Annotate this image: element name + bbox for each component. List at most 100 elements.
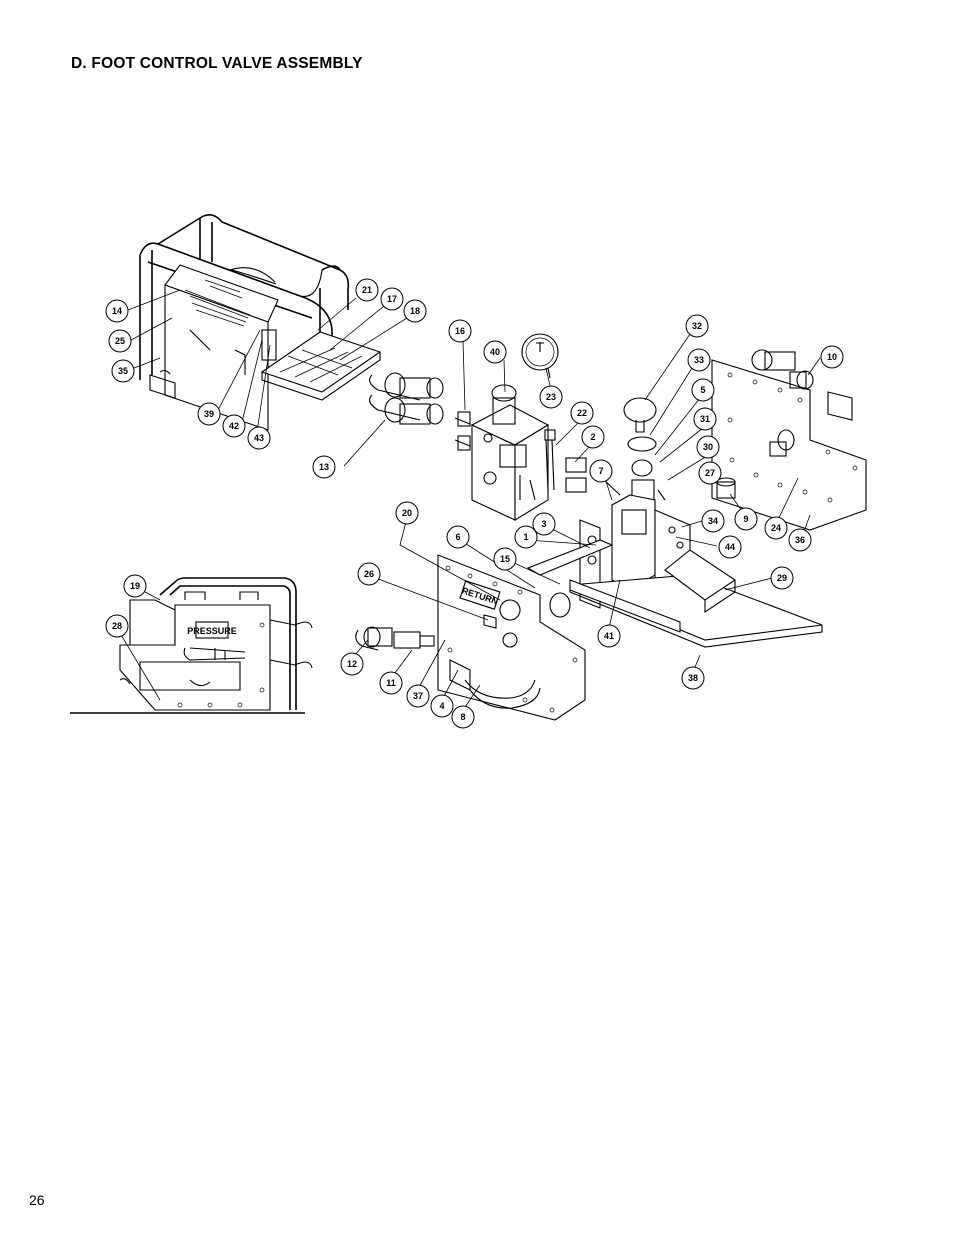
leader-lines: [116, 289, 821, 711]
callout-10: 10: [820, 345, 844, 369]
svg-text:6: 6: [455, 532, 460, 542]
side-plate-right: [711, 359, 867, 531]
callout-18: 18: [403, 299, 427, 323]
callout-34: 34: [701, 509, 725, 533]
callout-23: 23: [539, 385, 563, 409]
svg-text:14: 14: [112, 306, 122, 316]
svg-text:36: 36: [795, 535, 805, 545]
svg-text:4: 4: [439, 701, 444, 711]
callout-6: 6: [446, 525, 470, 549]
callout-36: 36: [788, 528, 812, 552]
svg-text:43: 43: [254, 433, 264, 443]
side-plate-left: RETURN: [437, 554, 586, 721]
callout-9: 9: [734, 507, 758, 531]
svg-text:40: 40: [490, 347, 500, 357]
reservoir-body: [149, 264, 279, 431]
svg-text:1: 1: [523, 532, 528, 542]
svg-text:33: 33: [694, 355, 704, 365]
callout-31: 31: [693, 407, 717, 431]
callout-17: 17: [380, 287, 404, 311]
callout-12: 12: [340, 652, 364, 676]
svg-text:16: 16: [455, 326, 465, 336]
page-number: 26: [29, 1192, 45, 1208]
svg-text:29: 29: [777, 573, 787, 583]
svg-text:7: 7: [598, 466, 603, 476]
svg-text:44: 44: [725, 542, 735, 552]
callout-29: 29: [770, 566, 794, 590]
callout-3: 3: [532, 512, 556, 536]
svg-text:20: 20: [402, 508, 412, 518]
handle-frame: [139, 214, 350, 380]
svg-text:25: 25: [115, 336, 125, 346]
callout-19: 19: [123, 574, 147, 598]
svg-text:11: 11: [386, 678, 396, 688]
pressure-gauge-23: [521, 333, 559, 379]
callout-40: 40: [483, 340, 507, 364]
svg-text:34: 34: [708, 516, 718, 526]
callout-37: 37: [406, 684, 430, 708]
pressure-label: PRESSURE: [187, 626, 237, 636]
callout-43: 43: [247, 426, 271, 450]
fitting-22: [544, 429, 556, 491]
svg-text:10: 10: [827, 352, 837, 362]
callout-38: 38: [681, 666, 705, 690]
callout-41: 41: [597, 624, 621, 648]
svg-text:42: 42: [229, 421, 239, 431]
valve-block: [454, 384, 550, 521]
callouts: 14 25 35 21 17 18 39 42 43 16 40 23 32 3…: [105, 278, 844, 729]
callout-33: 33: [687, 348, 711, 372]
callout-24: 24: [764, 516, 788, 540]
svg-text:37: 37: [413, 691, 423, 701]
couplers-10: [751, 349, 853, 421]
svg-text:41: 41: [604, 631, 614, 641]
callout-1: 1: [514, 525, 538, 549]
callout-30: 30: [696, 435, 720, 459]
svg-text:22: 22: [577, 408, 587, 418]
tray: [260, 331, 382, 401]
callout-20: 20: [395, 501, 419, 525]
callout-28: 28: [105, 614, 129, 638]
callout-39: 39: [197, 402, 221, 426]
callout-42: 42: [222, 414, 246, 438]
svg-text:21: 21: [362, 285, 372, 295]
base-plate: [569, 574, 823, 648]
svg-text:17: 17: [387, 294, 397, 304]
coupler-pair-13: [369, 372, 444, 425]
callout-15: 15: [493, 547, 517, 571]
callout-26: 26: [357, 562, 381, 586]
svg-text:38: 38: [688, 673, 698, 683]
svg-text:28: 28: [112, 621, 122, 631]
svg-text:8: 8: [460, 712, 465, 722]
svg-text:5: 5: [700, 385, 705, 395]
svg-text:9: 9: [743, 514, 748, 524]
svg-text:39: 39: [204, 409, 214, 419]
svg-text:32: 32: [692, 321, 702, 331]
callout-14: 14: [105, 299, 129, 323]
callout-7: 7: [589, 459, 613, 483]
svg-text:30: 30: [703, 442, 713, 452]
svg-text:3: 3: [541, 519, 546, 529]
callout-27: 27: [698, 461, 722, 485]
svg-text:26: 26: [364, 569, 374, 579]
callout-35: 35: [111, 359, 135, 383]
callout-16: 16: [448, 319, 472, 343]
callout-8: 8: [451, 705, 475, 729]
callout-22: 22: [570, 401, 594, 425]
svg-text:35: 35: [118, 366, 128, 376]
svg-text:2: 2: [590, 432, 595, 442]
callout-13: 13: [312, 455, 336, 479]
svg-text:27: 27: [705, 468, 715, 478]
svg-text:18: 18: [410, 306, 420, 316]
callout-25: 25: [108, 329, 132, 353]
svg-text:31: 31: [700, 414, 710, 424]
callout-32: 32: [685, 314, 709, 338]
pedal: [664, 549, 736, 614]
svg-text:15: 15: [500, 554, 510, 564]
svg-text:12: 12: [347, 659, 357, 669]
svg-text:19: 19: [130, 581, 140, 591]
svg-text:13: 13: [319, 462, 329, 472]
svg-text:23: 23: [546, 392, 556, 402]
fittings-2: [565, 457, 587, 493]
callout-44: 44: [718, 535, 742, 559]
